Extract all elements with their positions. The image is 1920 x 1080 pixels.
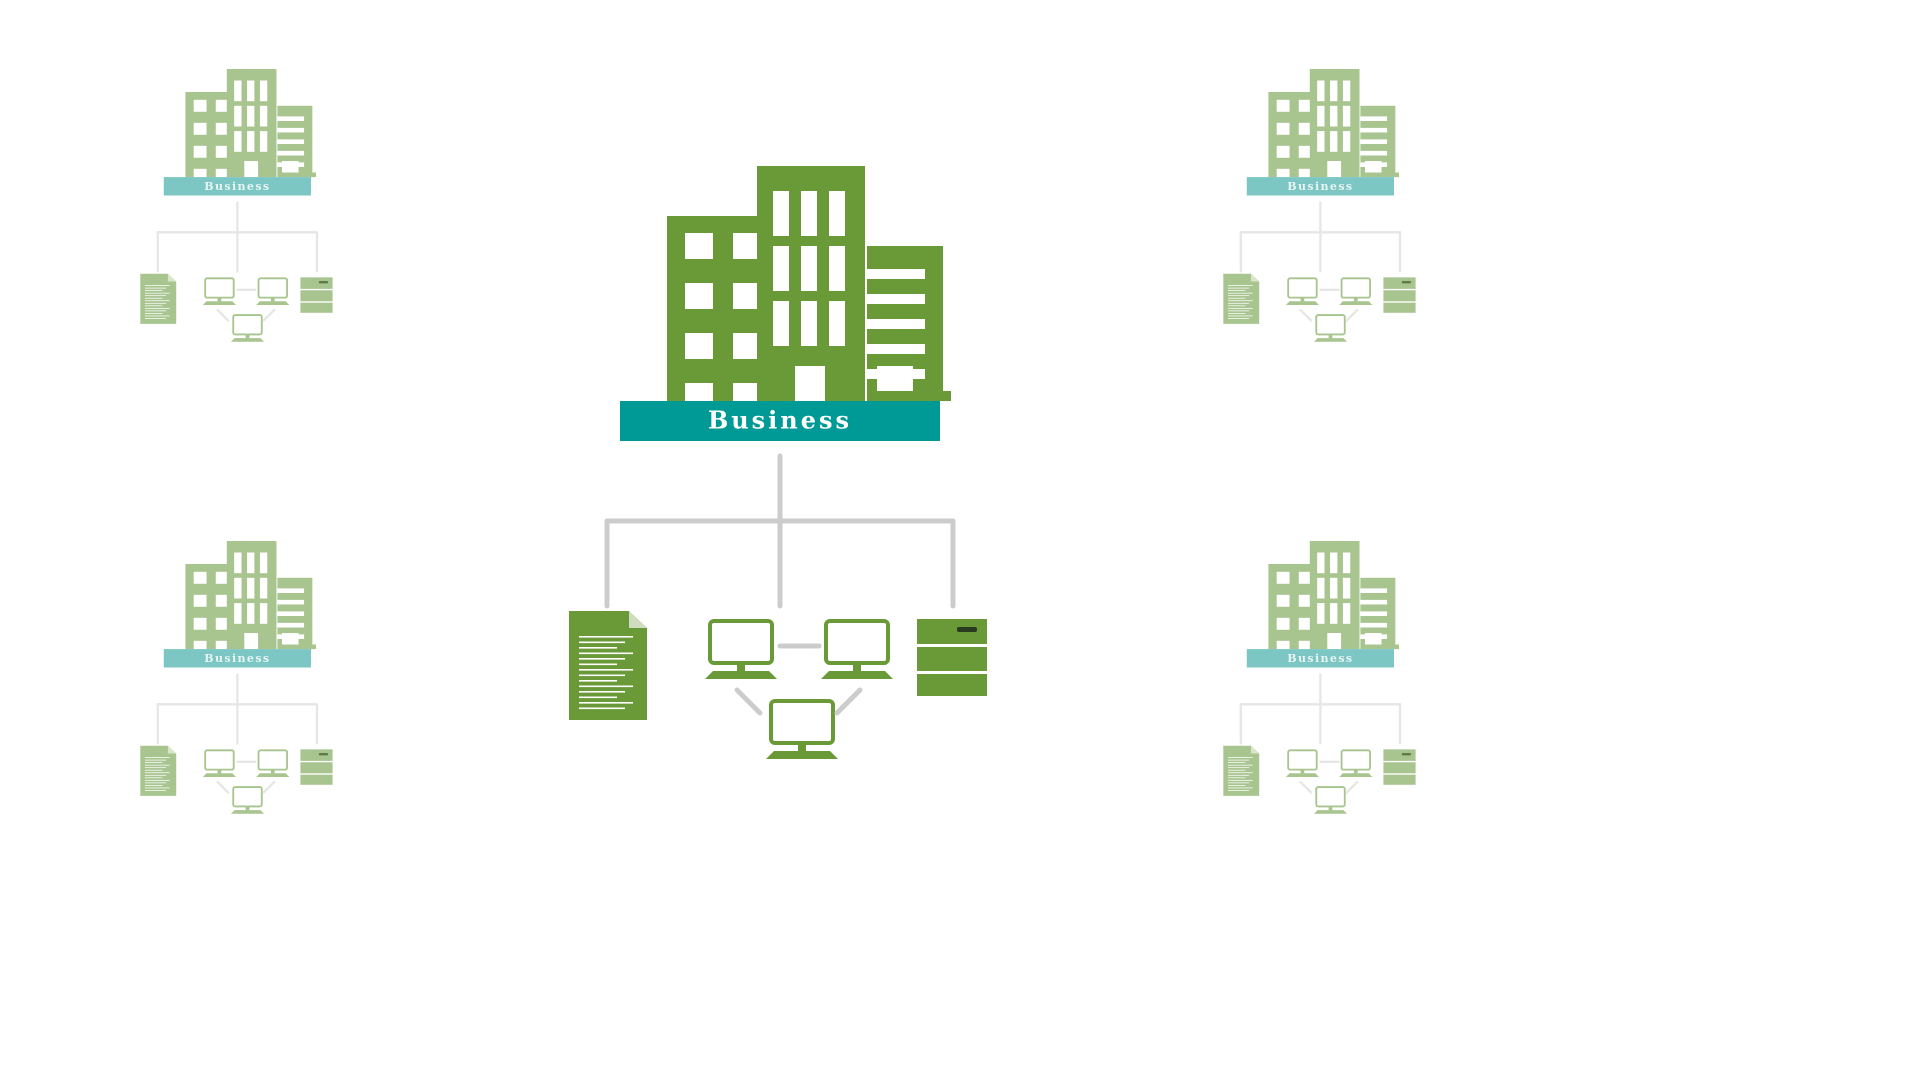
building-icon bbox=[667, 166, 951, 409]
business-label-text: Business bbox=[204, 652, 270, 665]
computer-left-icon bbox=[1285, 749, 1319, 777]
building-icon bbox=[1268, 69, 1400, 181]
computer-right-icon bbox=[821, 619, 893, 679]
document-icon bbox=[569, 611, 647, 720]
computer-bottom-icon bbox=[1313, 786, 1348, 814]
computer-left-icon bbox=[202, 749, 236, 777]
computer-network-icon bbox=[1285, 749, 1373, 814]
building-icon bbox=[185, 541, 317, 653]
connector-lines bbox=[1239, 673, 1402, 745]
computer-network-icon bbox=[202, 277, 290, 342]
document-icon bbox=[1223, 273, 1260, 324]
building-icon bbox=[1268, 541, 1400, 653]
business-label-text: Business bbox=[204, 180, 270, 193]
computer-bottom-icon bbox=[766, 699, 838, 759]
computer-left-icon bbox=[1285, 277, 1319, 305]
business-label: Business bbox=[163, 649, 311, 668]
server-icon bbox=[300, 277, 333, 313]
bottom-left-business-unit: Business bbox=[140, 541, 333, 814]
document-icon bbox=[1223, 745, 1260, 796]
connector-lines bbox=[156, 201, 319, 273]
building-icon bbox=[185, 69, 317, 181]
computer-bottom-icon bbox=[230, 314, 265, 342]
business-label: Business bbox=[1246, 177, 1394, 196]
server-icon bbox=[917, 619, 987, 696]
computer-right-icon bbox=[1339, 749, 1373, 777]
computer-bottom-icon bbox=[1313, 314, 1348, 342]
computer-network-icon bbox=[202, 749, 290, 814]
computer-network-icon bbox=[705, 619, 893, 759]
computer-left-icon bbox=[705, 619, 777, 679]
server-icon bbox=[300, 749, 333, 785]
business-label: Business bbox=[163, 177, 311, 196]
document-icon bbox=[140, 273, 177, 324]
business-label-text: Business bbox=[1287, 652, 1353, 665]
document-icon bbox=[140, 745, 177, 796]
computer-right-icon bbox=[1339, 277, 1373, 305]
business-label-text: Business bbox=[708, 406, 852, 435]
top-right-business-unit: Business bbox=[1223, 69, 1416, 342]
computer-network-icon bbox=[1285, 277, 1373, 342]
computer-left-icon bbox=[202, 277, 236, 305]
connector-lines bbox=[1239, 201, 1402, 273]
main-business-unit: Business bbox=[569, 166, 987, 759]
computer-right-icon bbox=[256, 277, 290, 305]
bottom-right-business-unit: Business bbox=[1223, 541, 1416, 814]
business-label-text: Business bbox=[1287, 180, 1353, 193]
computer-right-icon bbox=[256, 749, 290, 777]
top-left-business-unit: Business bbox=[140, 69, 333, 342]
business-label: Business bbox=[1246, 649, 1394, 668]
business-label: Business bbox=[620, 401, 940, 441]
connector-lines bbox=[604, 453, 956, 609]
computer-bottom-icon bbox=[230, 786, 265, 814]
server-icon bbox=[1383, 277, 1416, 313]
connector-lines bbox=[156, 673, 319, 745]
server-icon bbox=[1383, 749, 1416, 785]
